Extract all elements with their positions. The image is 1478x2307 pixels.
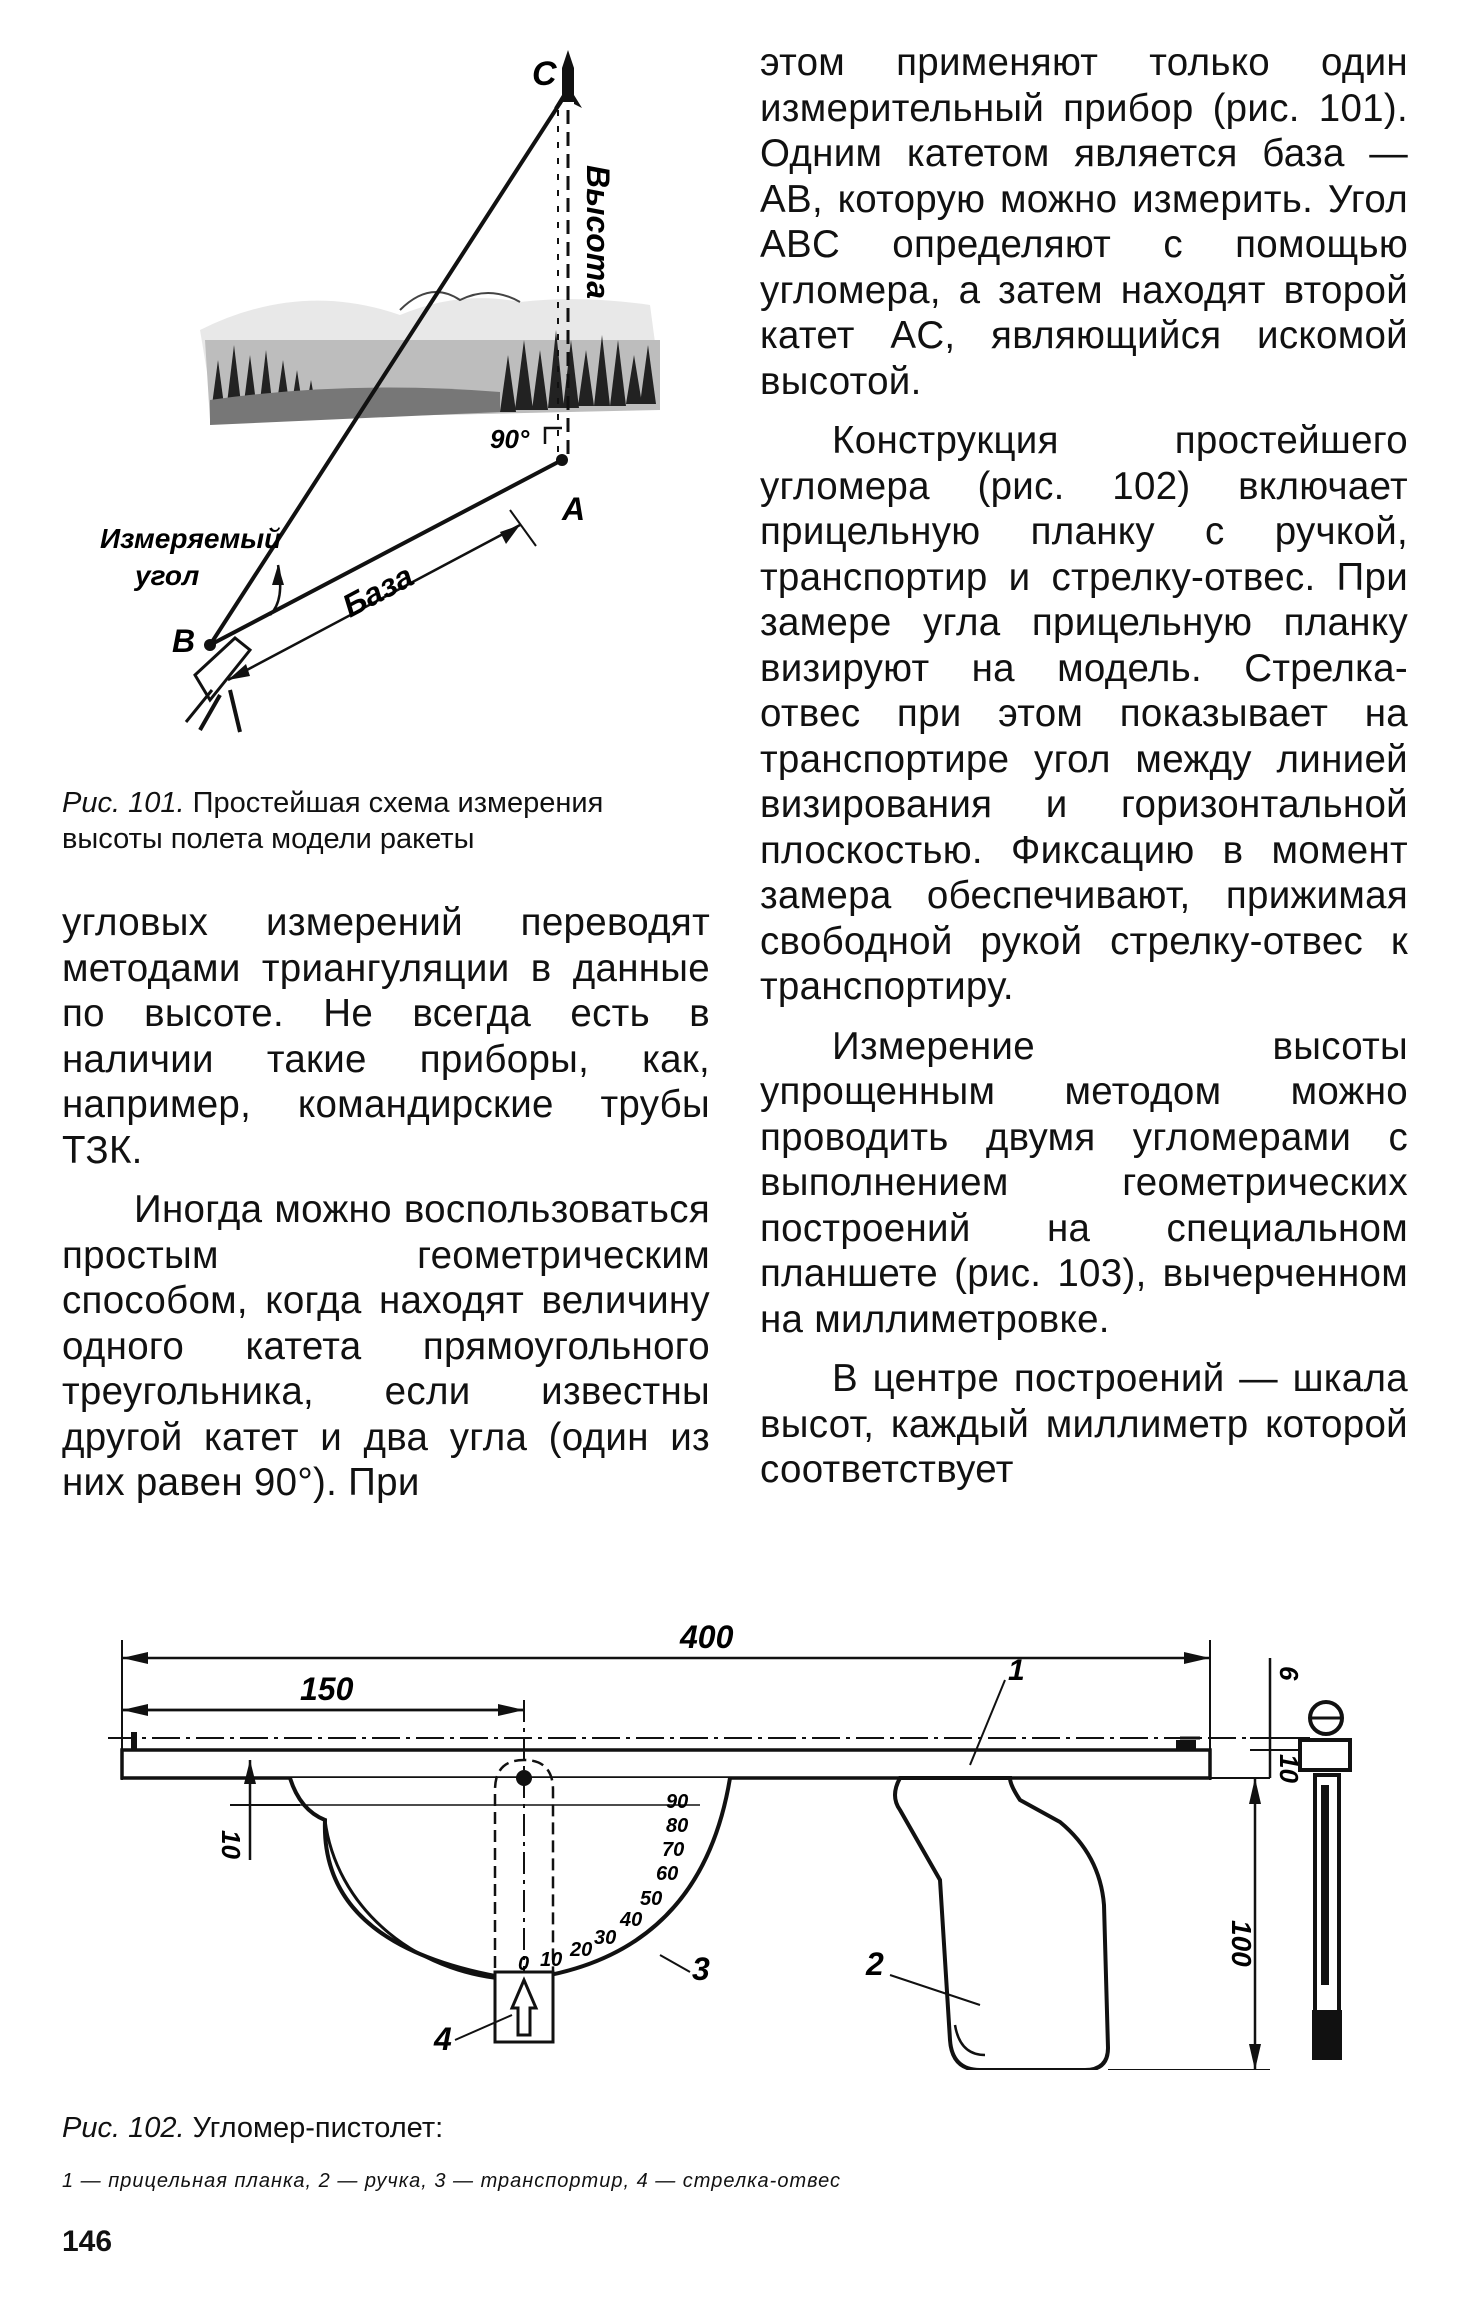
scale-mark-10: 10 <box>540 1949 562 1971</box>
figure-101-caption: Рис. 101. Простейшая схема измерения выс… <box>62 785 712 857</box>
scale-mark-90: 90 <box>666 1791 688 1813</box>
label-base: База <box>336 557 419 624</box>
figure-102-diagram: 400 150 100 6 10 10 0 10 20 30 <box>108 1619 1352 2070</box>
figure-101-diagram: C A B 90° Высота База Измеряемый угол <box>100 50 660 733</box>
left-paragraph-2: Иногда можно воспользоваться простым гео… <box>62 1188 710 1504</box>
part-label-2: 2 <box>865 1946 884 1982</box>
scale-mark-20: 20 <box>569 1939 592 1961</box>
scale-mark-40: 40 <box>619 1909 642 1931</box>
rocket-icon <box>554 50 582 108</box>
scale-mark-70: 70 <box>662 1839 684 1861</box>
figure-102-legend: 1 — прицельная планка, 2 — ручка, 3 — тр… <box>62 2170 1362 2193</box>
part-label-4: 4 <box>433 2021 452 2057</box>
figure-101-caption-text: Простейшая схема измерения высоты полета… <box>62 787 604 855</box>
figure-102-caption-prefix: Рис. 102. <box>62 2112 185 2144</box>
right-paragraph-1: этом применяют только один измерительный… <box>760 41 1408 403</box>
right-column-text: этом применяют только один измерительный… <box>760 40 1408 1507</box>
part-label-1: 1 <box>1008 1654 1025 1687</box>
plumb-arrow-icon <box>509 1976 539 2037</box>
figure-101-caption-prefix: Рис. 101. <box>62 787 185 819</box>
label-measured-angle-1: Измеряемый <box>100 523 281 554</box>
scale-mark-80: 80 <box>666 1815 688 1837</box>
label-measured-angle-2: угол <box>133 560 199 591</box>
dim-left-small: 10 <box>216 1830 246 1859</box>
figure-102-legend-text: 1 — прицельная планка, 2 — ручка, 3 — тр… <box>62 2170 842 2192</box>
dim-offset: 150 <box>300 1671 354 1707</box>
scale-mark-30: 30 <box>594 1927 616 1949</box>
right-paragraph-4: В центре построений — шкала высот, кажды… <box>760 1357 1408 1491</box>
right-paragraph-3: Измерение высоты упрощенным методом можн… <box>760 1024 1408 1341</box>
dim-right-top: 6 <box>1274 1666 1304 1681</box>
scale-mark-0: 0 <box>518 1953 529 1975</box>
label-point-c: C <box>532 55 557 93</box>
label-height: Высота <box>580 165 616 299</box>
scale-mark-50: 50 <box>640 1888 662 1910</box>
observer-tripod-icon <box>184 636 253 733</box>
left-column-text: угловых измерений переводят методами три… <box>62 900 710 1520</box>
label-angle-90: 90° <box>490 424 530 454</box>
figure-102-caption: Рис. 102. Угломер-пистолет: <box>62 2110 1362 2146</box>
part-label-3: 3 <box>692 1951 710 1987</box>
right-paragraph-2: Конструкция простейшего угломера (рис. 1… <box>760 419 1408 1008</box>
protractor-scale: 0 10 20 30 40 50 60 70 80 90 <box>518 1791 688 1975</box>
dim-handle-height: 100 <box>1226 1920 1257 1967</box>
label-point-b: B <box>172 623 195 659</box>
side-view-drawing <box>1298 1700 1352 2060</box>
dim-total-length: 400 <box>679 1619 734 1655</box>
label-point-a: A <box>561 491 585 527</box>
scale-mark-60: 60 <box>656 1863 678 1885</box>
landscape-illustration <box>200 291 660 425</box>
left-paragraph-1: угловых измерений переводят методами три… <box>62 901 710 1172</box>
page-number: 146 <box>62 2225 113 2258</box>
figure-102-caption-text: Угломер-пистолет: <box>192 2112 444 2144</box>
